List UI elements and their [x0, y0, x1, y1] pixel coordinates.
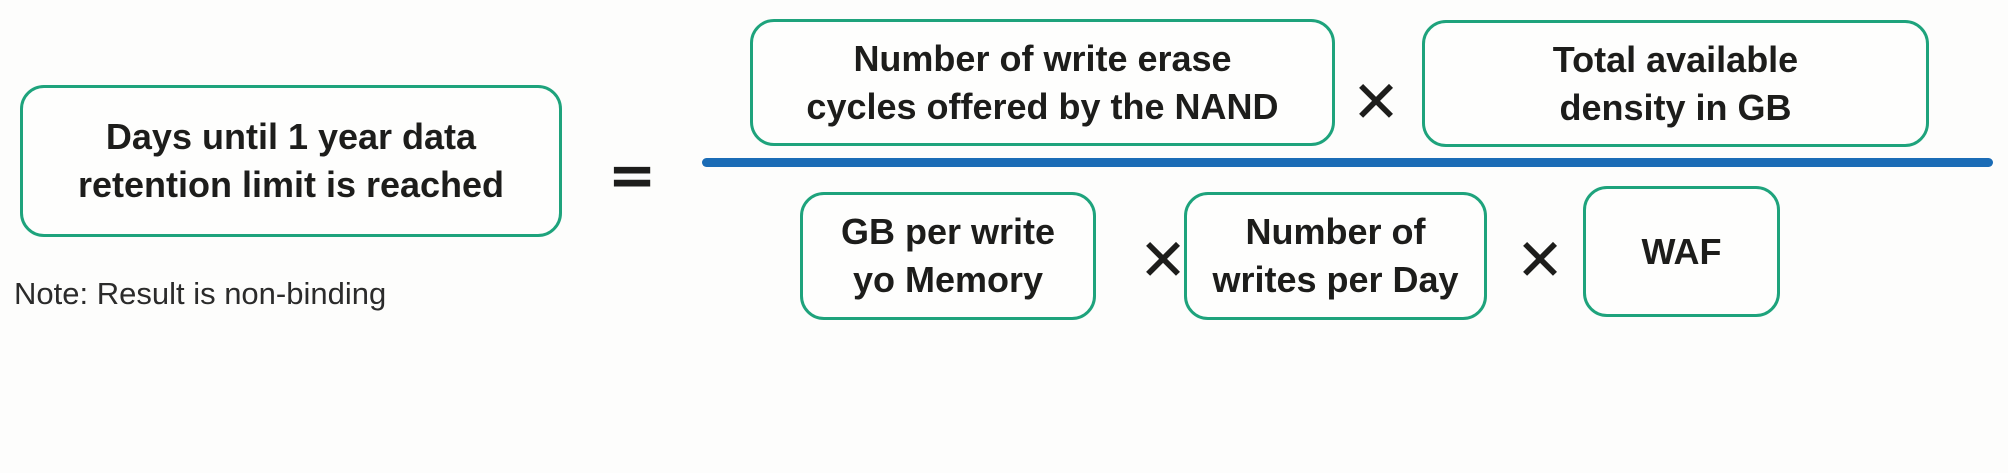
note-text: Note: Result is non-binding	[14, 276, 387, 311]
numerator-term-total-density: Total available density in GB	[1422, 20, 1929, 147]
denominator-term-writes-per-day: Number of writes per Day	[1184, 192, 1487, 320]
denominator-term-1-line-2: yo Memory	[852, 259, 1044, 300]
denominator-term-2-line-2: writes per Day	[1212, 259, 1459, 300]
denominator-term-1-line-1: GB per write	[840, 211, 1056, 252]
equals-sign: =	[607, 141, 657, 209]
result-box: Days until 1 year data retention limit i…	[20, 85, 562, 237]
numerator-term-1-line-1: Number of write erase	[853, 37, 1232, 79]
denominator-term-3-line-1: WAF	[1641, 230, 1722, 272]
numerator-term-2-line-2: density in GB	[1559, 86, 1792, 128]
multiply-icon: ✕	[1351, 68, 1401, 136]
result-box-line-2: retention limit is reached	[77, 164, 505, 205]
numerator-term-1-line-2: cycles offered by the NAND	[806, 85, 1279, 127]
denominator-term-waf: WAF	[1583, 186, 1780, 317]
numerator-term-2-line-1: Total available	[1552, 38, 1799, 80]
denominator-term-2-line-1: Number of	[1245, 211, 1426, 252]
fraction-bar	[702, 158, 1993, 167]
result-box-line-1: Days until 1 year data	[105, 116, 477, 157]
numerator-term-write-erase-cycles: Number of write erase cycles offered by …	[750, 19, 1335, 146]
multiply-icon: ✕	[1138, 226, 1188, 294]
multiply-icon: ✕	[1515, 226, 1565, 294]
denominator-term-gb-per-write: GB per write yo Memory	[800, 192, 1096, 320]
